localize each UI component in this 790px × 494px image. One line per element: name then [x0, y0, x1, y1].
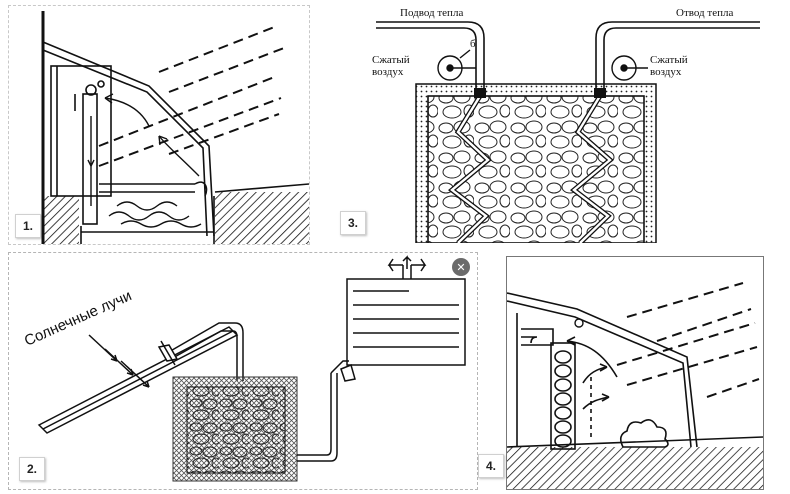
panel-3-rock-bed-heat-exchanger: Подвод тепла Отвод тепла Сжатый воздух С…: [330, 0, 782, 243]
panel-3-drawing: [376, 21, 760, 243]
close-icon[interactable]: ✕: [452, 258, 470, 276]
panel-1-number-badge: 1.: [15, 214, 42, 238]
panel-2-solar-collector-rock-storage: Солнечные лучи 2.: [8, 252, 478, 490]
panel-4-number-badge-outer: 4.: [478, 454, 505, 478]
panel-3-number-badge: 3.: [340, 211, 367, 235]
heat-out-label: Отвод тепла: [676, 7, 734, 19]
compressed-air-left-line1: Сжатый: [372, 54, 410, 66]
panel-1-drawing: [9, 6, 309, 244]
fitting-marker-label: б: [470, 38, 476, 50]
compressed-air-right-label: Сжатый воздух: [650, 54, 688, 78]
compressed-air-left-line2: воздух: [372, 66, 404, 78]
panel-4-greenhouse-water-wall: 4.: [506, 256, 764, 490]
heat-in-label: Подвод тепла: [400, 7, 464, 19]
compressed-air-right-line2: воздух: [650, 66, 682, 78]
panel-2-number-badge: 2.: [19, 457, 46, 481]
panel-1-greenhouse-water-storage: 1.: [8, 5, 310, 245]
panel-2-drawing: [37, 255, 466, 482]
compressed-air-left-label: Сжатый воздух: [372, 54, 410, 78]
panel-4-drawing: [507, 282, 763, 489]
compressed-air-right-line1: Сжатый: [650, 54, 688, 66]
